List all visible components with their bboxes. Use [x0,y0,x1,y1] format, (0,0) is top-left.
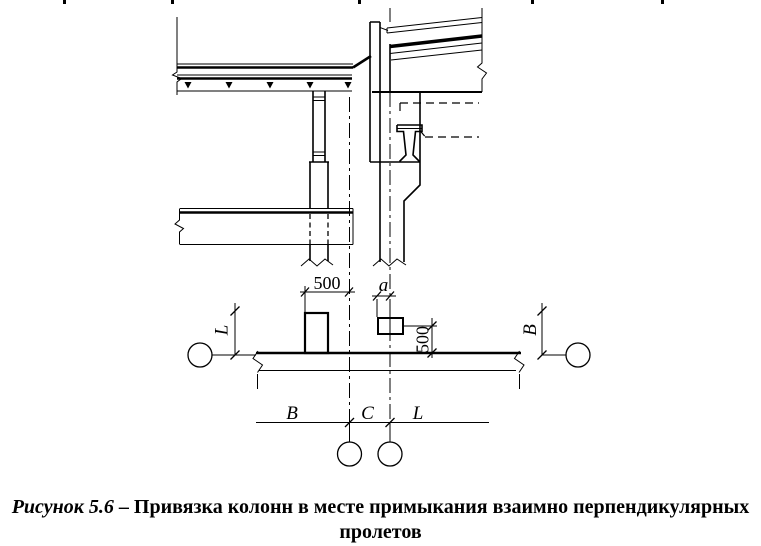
figure-caption: Рисунок 5.6 – Привязка колонн в месте пр… [0,495,761,545]
axis-marker-right [565,342,591,368]
crane-beam-left-break [174,208,185,245]
dimension-bottom-spans: B C L [256,403,489,442]
column-right-outline [369,21,421,262]
column-left-crossbars [313,96,325,156]
axis-markers [187,342,591,467]
dim-line [541,303,566,356]
text-remnant-mark [531,0,534,4]
wall-break-right [513,350,525,389]
dim-value-C-bottom: C [361,403,374,424]
roof-slab-left-span [171,17,372,95]
dim-value-B-bottom: B [286,403,298,424]
slab-left-edge-break [171,17,183,95]
section-view [171,8,488,442]
text-remnant-mark [661,0,664,4]
dim-value-500-top: 500 [314,273,341,293]
axis-centerlines [349,8,391,442]
dimension-top-500: 500 [300,273,355,312]
caption-line-1: Рисунок 5.6 – Привязка колонн в месте пр… [0,495,761,520]
crane-rail-profile [396,124,423,163]
axis-marker-left [187,342,213,368]
dim-value-L-bottom: L [412,403,424,424]
column-right [369,21,421,267]
crane-beam-left [174,208,354,245]
dim-ticks [427,321,437,358]
dimension-right-500: 500 [403,318,437,358]
dim-value-500-vertical: 500 [413,326,433,353]
column-left-below-beam [309,245,329,261]
text-remnant-mark [358,0,361,4]
axis-marker-bottom-2 [377,441,403,467]
text-remnant-mark [171,0,174,4]
cropped-text-marks [63,0,664,4]
dimension-L-left: L [212,303,256,360]
dim-value-a: a [379,275,389,296]
roof-beam-top-chord [389,34,483,49]
dim-ticks [537,306,547,360]
figure-number-label: Рисунок 5.6 [11,496,114,518]
dim-ticks [344,417,395,428]
column-left [300,91,334,267]
hidden-outline-lines [399,102,479,138]
roof-beam-thin-lines [386,17,483,61]
text-remnant-mark [63,0,66,4]
column-left-break [300,258,334,267]
column-left-shaft [309,91,329,208]
column-right-break [372,258,407,267]
roof-transition-diagonal [352,54,372,69]
axis-marker-bottom-1 [336,441,363,467]
plan-view [252,311,525,389]
caption-line-2: пролетов [339,521,422,543]
section-cut-line-break [476,8,488,92]
crane-rail [396,124,423,163]
dim-ticks [372,291,395,301]
dim-value-L-side: L [212,325,233,337]
column-left-hidden [309,214,329,244]
dim-ticks [300,287,354,297]
crane-girder-hidden-outline [399,102,479,138]
dimension-a: a [372,275,396,334]
dimension-B-right: B [520,303,566,360]
dim-ticks [230,306,240,360]
dim-value-B-side: B [520,324,541,336]
dim-line [300,286,355,312]
dim-line [256,422,489,442]
slab-rib-marks [184,82,352,89]
slab-thin-lines [177,63,353,92]
roof-beam-right-span [372,8,488,93]
crane-beam-thin [180,208,354,245]
caption-text: – Привязка колонн в месте примыкания вза… [118,496,750,518]
dim-line [372,295,396,334]
slab-thick-lines [177,66,353,80]
column-plan-left [303,311,330,355]
